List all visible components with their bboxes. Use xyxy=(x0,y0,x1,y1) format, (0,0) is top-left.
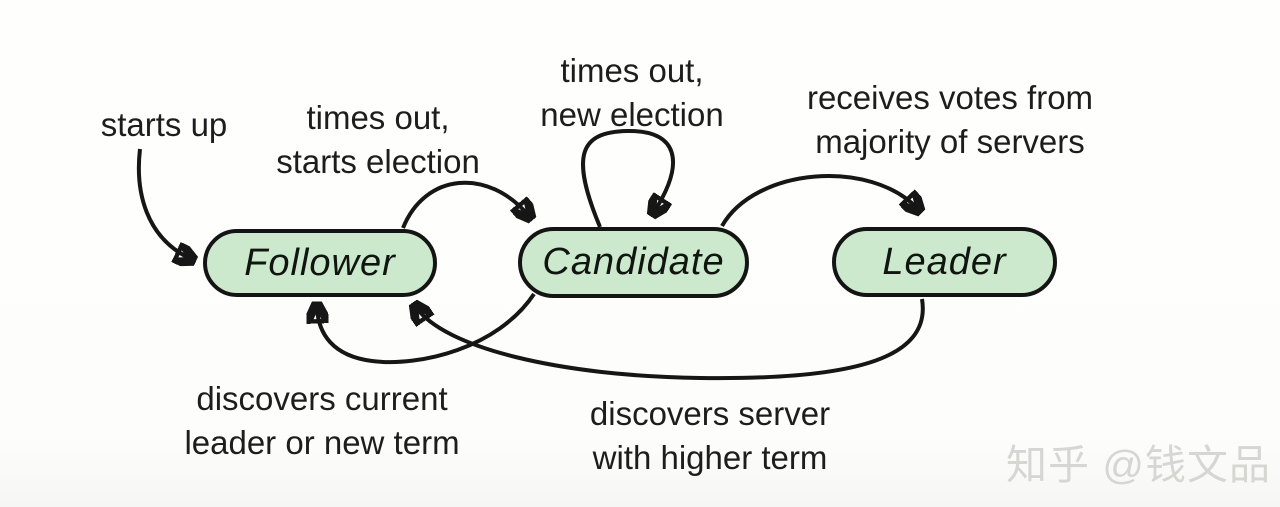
state-node-candidate: Candidate xyxy=(518,227,749,298)
edge-candidate-self-loop xyxy=(580,128,675,228)
edge-label-discovers-server-higher-term: discovers server with higher term xyxy=(589,395,831,476)
edge-label-receives-votes: receives votes from majority of servers xyxy=(806,79,1094,160)
edge-label-times-out-starts-election: times out, starts election xyxy=(276,99,480,180)
edge-label-times-out-new-election: times out, new election xyxy=(540,52,724,133)
edge-label-starts-up: starts up xyxy=(100,106,228,143)
edge-label-discovers-current-leader: discovers current leader or new term xyxy=(184,380,460,461)
edge-candidate-to-leader xyxy=(720,174,918,227)
zhihu-watermark: 知乎 @钱文品 xyxy=(1006,442,1272,488)
edge-follower-to-candidate xyxy=(401,180,529,229)
state-node-follower: Follower xyxy=(203,229,437,297)
state-label-candidate: Candidate xyxy=(542,241,725,283)
edge-startup-to-follower xyxy=(136,148,191,259)
state-node-leader: Leader xyxy=(832,227,1057,297)
state-label-leader: Leader xyxy=(882,240,1007,283)
edge-candidate-to-follower xyxy=(317,292,536,365)
edge-leader-to-follower xyxy=(416,299,925,381)
state-label-follower: Follower xyxy=(244,241,396,284)
